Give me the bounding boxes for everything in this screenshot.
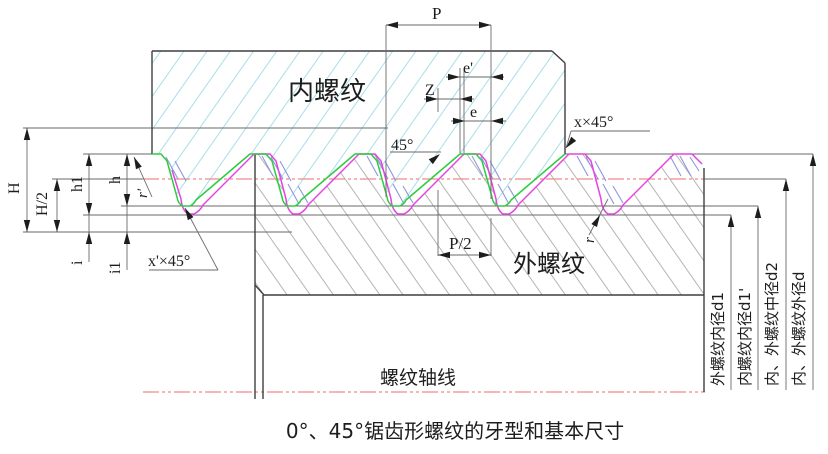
internal-thread-label: 内螺纹 [288, 77, 366, 107]
r-prime-label: r' [135, 188, 151, 198]
x-chamfer-label: x×45° [574, 114, 613, 131]
internal-thread-body-outline [151, 50, 566, 154]
d1-label: 外螺纹内径d1 [709, 292, 727, 386]
h1-label: h1 [69, 176, 86, 192]
d-label: 内、外螺纹外径d [790, 271, 808, 386]
e-prime-label: e' [463, 60, 473, 77]
h-label: h [107, 176, 124, 184]
i-label: i [69, 260, 86, 265]
d1-prime-label: 内螺纹内径d1' [736, 288, 754, 386]
e-label: e [470, 104, 477, 121]
H-label: H [6, 182, 23, 194]
half-pitch-label: P/2 [449, 234, 472, 253]
internal-thread-profile [152, 153, 566, 207]
external-thread-profile [171, 153, 703, 215]
z-label: Z [425, 82, 435, 99]
H-half-label: H/2 [34, 192, 51, 216]
overlap-hatch-strokes [165, 155, 700, 205]
external-thread-label: 外螺纹 [513, 250, 585, 278]
figure-caption: 0°、45°锯齿形螺纹的牙型和基本尺寸 [286, 419, 624, 443]
angle-45-label: 45° [391, 137, 413, 154]
external-thread-body-outline [254, 154, 705, 399]
thread-axis-label: 螺纹轴线 [380, 367, 456, 389]
diameter-dimension-lines [730, 154, 814, 390]
i1-label: i1 [107, 262, 124, 274]
pitch-label: P [432, 4, 441, 23]
d2-label: 内、外螺纹中径d2 [763, 262, 781, 386]
x-prime-chamfer-label: x'×45° [148, 253, 190, 270]
r-label: r [582, 237, 598, 243]
